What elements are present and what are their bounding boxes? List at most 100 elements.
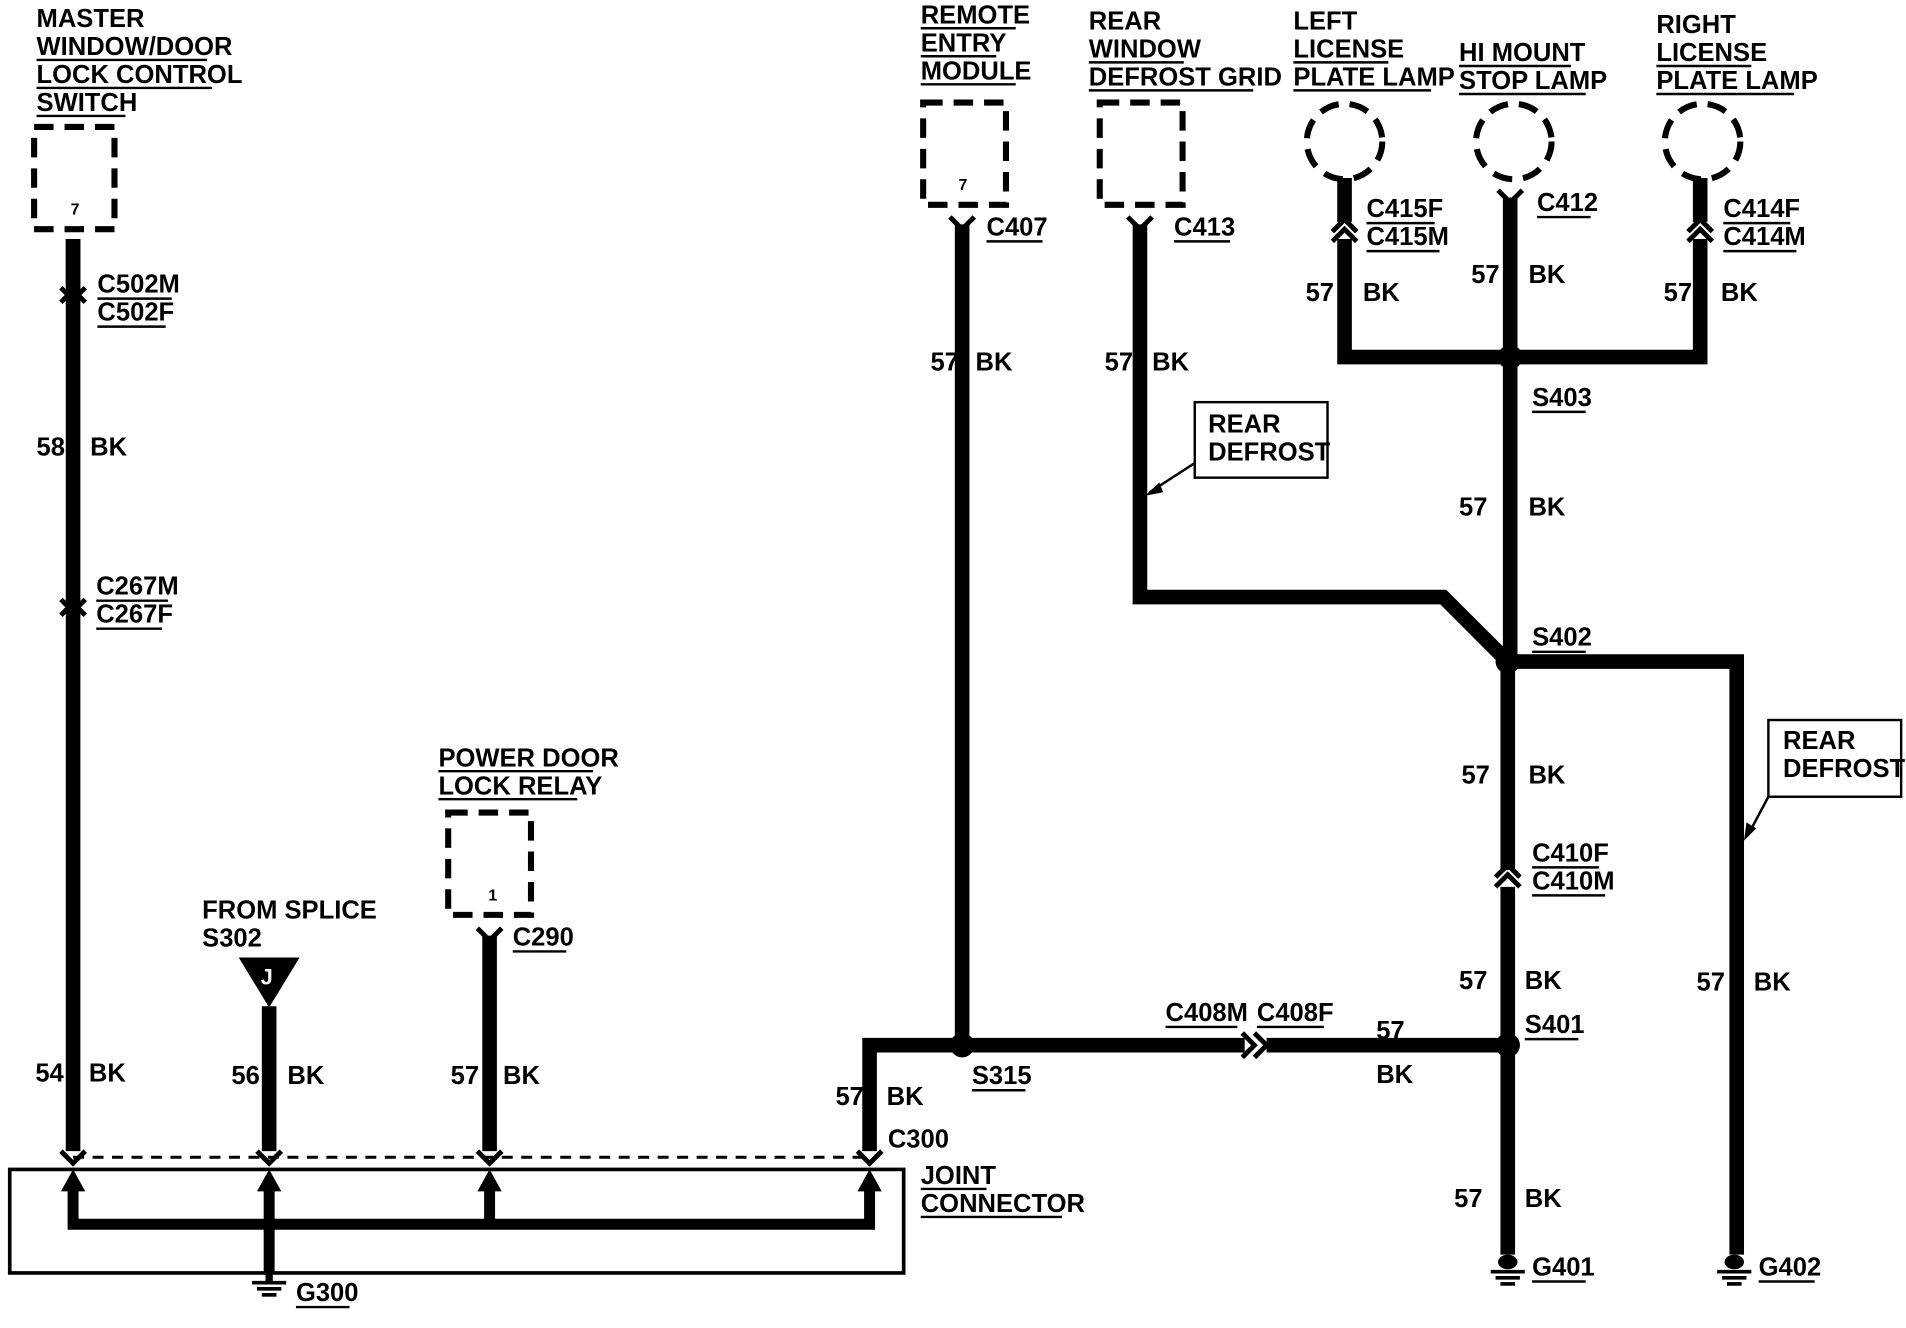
labels: MASTER WINDOW/DOOR LOCK CONTROL SWITCH R…: [35, 1, 1906, 1309]
rear-defrost-callout-box-1: [1193, 400, 1329, 479]
wire-57-right-color: BK: [1721, 279, 1758, 307]
callouts: [1144, 400, 1903, 841]
c300-pin-mark: [59, 1149, 884, 1167]
wire-57-defrost-color: BK: [1152, 348, 1189, 376]
right-license-lamp-icon: [1661, 100, 1744, 183]
wire-54-color: BK: [89, 1060, 126, 1088]
wire-57-s408-color: BK: [1376, 1061, 1413, 1089]
power-door-relay-box: [445, 809, 535, 918]
rear-defrost-callout-2-line-2: DEFROST: [1783, 755, 1906, 783]
wire-57-remote-color: BK: [976, 348, 1013, 376]
wire-57-g402-color: BK: [1754, 968, 1791, 996]
c502f-label: C502F: [97, 299, 174, 327]
s402-splice-dot: [1495, 649, 1520, 674]
g300-label: G300: [296, 1279, 359, 1307]
c502m-label: C502M: [97, 271, 179, 299]
left-lamp-title-1: LEFT: [1293, 7, 1357, 35]
master-switch-box: [31, 123, 118, 233]
left-lamp-title-3: PLATE LAMP: [1293, 64, 1454, 92]
master-switch-title-2: WINDOW/DOOR: [37, 33, 233, 61]
g402-ground-icon: [1717, 1254, 1752, 1286]
remote-entry-title-1: REMOTE: [921, 1, 1030, 29]
rear-window-defrost-box: [1096, 99, 1186, 208]
rear-window-title-2: WINDOW: [1089, 35, 1202, 63]
s403-splice-dot: [1498, 344, 1523, 370]
splices: [949, 344, 1523, 1058]
wire-57-c410-number: 57: [1459, 967, 1487, 995]
joint-connector-box: [7, 1167, 906, 1275]
wire-c300-s315: [862, 1037, 963, 1152]
splice-triangle-icon: [238, 957, 300, 1008]
joint-arrow-3: [477, 1169, 502, 1192]
wire-57-left-color: BK: [1363, 279, 1400, 307]
g402-label: G402: [1759, 1253, 1822, 1281]
wire-57-s402-color: BK: [1528, 761, 1565, 789]
s403-label: S403: [1532, 384, 1592, 412]
wire-57-him-color: BK: [1528, 261, 1565, 289]
master-switch-title-3: LOCK CONTROL: [37, 61, 243, 89]
s401-splice-dot: [1495, 1033, 1520, 1058]
c412-label: C412: [1537, 189, 1598, 217]
c410m-label: C410M: [1532, 867, 1614, 895]
wire-57-left-number: 57: [1306, 279, 1334, 307]
c300-label: C300: [888, 1126, 949, 1154]
wire-57-c410-color: BK: [1525, 967, 1562, 995]
c407-connector-symbol: [948, 215, 977, 233]
wire-58-number: 58: [37, 434, 65, 462]
wire-56-number: 56: [231, 1062, 259, 1090]
wire-54-number: 54: [35, 1060, 64, 1088]
wire-57-g402-number: 57: [1697, 968, 1725, 996]
hi-mount-lamp-icon: [1473, 100, 1555, 183]
c413-label: C413: [1174, 213, 1235, 241]
c407-label: C407: [986, 213, 1047, 241]
left-lamp-title-2: LICENSE: [1293, 35, 1404, 63]
joint-arrow-1: [60, 1169, 86, 1192]
from-splice-title-2: S302: [202, 925, 262, 953]
right-lamp-title-2: LICENSE: [1656, 39, 1767, 67]
wire-57-relay-color: BK: [503, 1062, 540, 1090]
wire-57-defrost-number: 57: [1105, 348, 1133, 376]
c290-connector-symbol: [475, 926, 504, 944]
g401-ground-icon: [1490, 1254, 1525, 1286]
c267f-label: C267F: [96, 601, 173, 629]
master-switch-title-4: SWITCH: [37, 89, 138, 117]
splice-marker-letter: J: [261, 964, 273, 989]
wire-57-relay-number: 57: [451, 1062, 479, 1090]
wire-rear-defrost-grid: [1132, 224, 1513, 667]
wire-s402-g402: [1507, 654, 1745, 1255]
remote-entry-pin: 7: [958, 177, 967, 194]
wire-58-color: BK: [90, 434, 127, 462]
joint-arrow-4: [857, 1169, 882, 1192]
components: 7 7 1 J: [7, 99, 1744, 1275]
from-splice-title-1: FROM SPLICE: [202, 897, 377, 925]
wire-57-s408-number: 57: [1376, 1017, 1404, 1045]
c414f-label: C414F: [1723, 195, 1800, 223]
hi-mount-title-1: HI MOUNT: [1459, 39, 1586, 67]
rear-window-title-3: DEFROST GRID: [1089, 64, 1282, 92]
c415f-label: C415F: [1366, 195, 1443, 223]
c410-connector-symbol: [1493, 861, 1522, 889]
c410f-label: C410F: [1532, 839, 1609, 867]
rear-defrost-callout-1-line-2: DEFROST: [1208, 439, 1331, 467]
power-door-title-2: LOCK RELAY: [438, 772, 602, 800]
wire-57-right-number: 57: [1664, 279, 1692, 307]
grounds: [252, 1254, 1752, 1297]
c408m-label: C408M: [1166, 999, 1248, 1027]
wire-57-s403-number: 57: [1459, 493, 1487, 521]
rear-defrost-callout-2-line-1: REAR: [1783, 727, 1855, 755]
wire-57-c300-number: 57: [835, 1083, 863, 1111]
joint-connector-bus: [67, 1184, 876, 1230]
c408f-label: C408F: [1257, 999, 1334, 1027]
remote-entry-title-3: MODULE: [921, 57, 1032, 85]
wire-57-g401-color: BK: [1525, 1185, 1562, 1213]
wire-57-c300-color: BK: [887, 1083, 924, 1111]
c415m-label: C415M: [1366, 223, 1448, 251]
wire-56-color: BK: [287, 1062, 324, 1090]
master-switch-pin: 7: [71, 202, 80, 219]
wire-57-s402-number: 57: [1461, 761, 1489, 789]
c415-connector-symbol: [1330, 216, 1359, 244]
s315-splice-dot: [949, 1033, 975, 1058]
joint-arrow-2: [256, 1169, 282, 1192]
wire-57-s403-color: BK: [1528, 493, 1565, 521]
